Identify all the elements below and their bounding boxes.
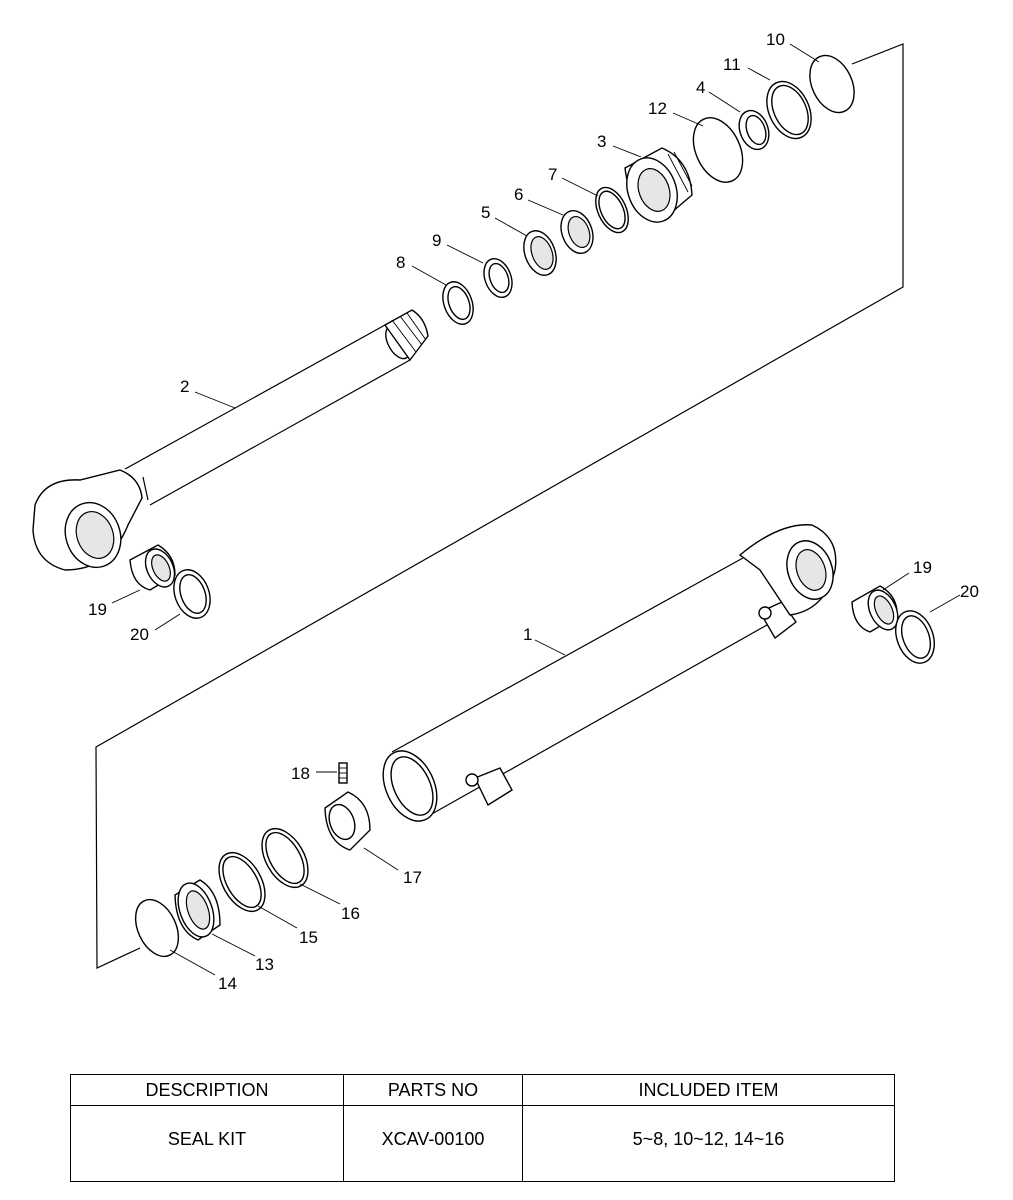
- callout-8: 8: [396, 253, 405, 272]
- callout-7: 7: [548, 165, 557, 184]
- set-screw-18: [338, 762, 348, 784]
- callout-14: 14: [218, 974, 237, 993]
- callout-20-rod: 20: [130, 625, 149, 644]
- cylinder-tube: [382, 524, 837, 822]
- piston-seal-15: [218, 852, 266, 912]
- callout-2: 2: [180, 377, 189, 396]
- seal-ring-5: [523, 230, 557, 276]
- callout-18: 18: [291, 764, 310, 783]
- wear-ring-16: [261, 828, 309, 888]
- leader-lines: [111, 43, 961, 976]
- piston-nut-17: [324, 791, 371, 851]
- assembly-frame: [95, 43, 904, 969]
- header-parts-no: PARTS NO: [343, 1074, 523, 1106]
- snap-ring-9: [483, 257, 513, 299]
- piston-13: [174, 879, 221, 941]
- table-row: SEAL KIT XCAV-00100 5~8, 10~12, 14~16: [70, 1105, 895, 1182]
- backup-ring-4: [738, 109, 770, 151]
- callout-15: 15: [299, 928, 318, 947]
- o-ring-7: [595, 186, 629, 234]
- callout-16: 16: [341, 904, 360, 923]
- callout-12: 12: [648, 99, 667, 118]
- callout-20-tube: 20: [960, 582, 979, 601]
- rod-end-snap-ring: [173, 569, 211, 619]
- cell-description: SEAL KIT: [70, 1105, 344, 1182]
- exploded-parts-diagram: 2 8 9 5 6 7 3 12 4 11 10 19 20 1 19 20 1…: [32, 30, 979, 993]
- tube-end-snap-ring: [895, 610, 935, 664]
- callout-9: 9: [432, 231, 441, 250]
- callout-1: 1: [523, 625, 532, 644]
- dust-cover-14: [134, 898, 180, 958]
- table-header-row: DESCRIPTION PARTS NO INCLUDED ITEM: [70, 1074, 895, 1106]
- seal-kit-table: DESCRIPTION PARTS NO INCLUDED ITEM SEAL …: [70, 1074, 895, 1182]
- callout-17: 17: [403, 868, 422, 887]
- callout-19-tube: 19: [913, 558, 932, 577]
- callout-11: 11: [723, 55, 741, 74]
- callout-10: 10: [766, 30, 785, 49]
- rod-end-bushing: [129, 544, 176, 591]
- o-ring-12: [692, 117, 744, 183]
- piston-rod: [32, 309, 429, 571]
- ring-11: [766, 80, 812, 140]
- header-included-item: INCLUDED ITEM: [522, 1074, 895, 1106]
- callout-6: 6: [514, 185, 523, 204]
- callout-4: 4: [696, 78, 705, 97]
- callout-5: 5: [481, 203, 490, 222]
- callout-3: 3: [597, 132, 606, 151]
- seal-ring-8: [442, 281, 474, 325]
- tube-end-bushing: [851, 585, 899, 633]
- seal-ring-6: [560, 209, 594, 255]
- cell-included-item: 5~8, 10~12, 14~16: [522, 1105, 895, 1182]
- rod-cover-gland: [624, 147, 693, 223]
- callout-13: 13: [255, 955, 274, 974]
- cell-parts-no: XCAV-00100: [343, 1105, 523, 1182]
- o-ring-10: [809, 54, 855, 114]
- callout-19-rod: 19: [88, 600, 107, 619]
- header-description: DESCRIPTION: [70, 1074, 344, 1106]
